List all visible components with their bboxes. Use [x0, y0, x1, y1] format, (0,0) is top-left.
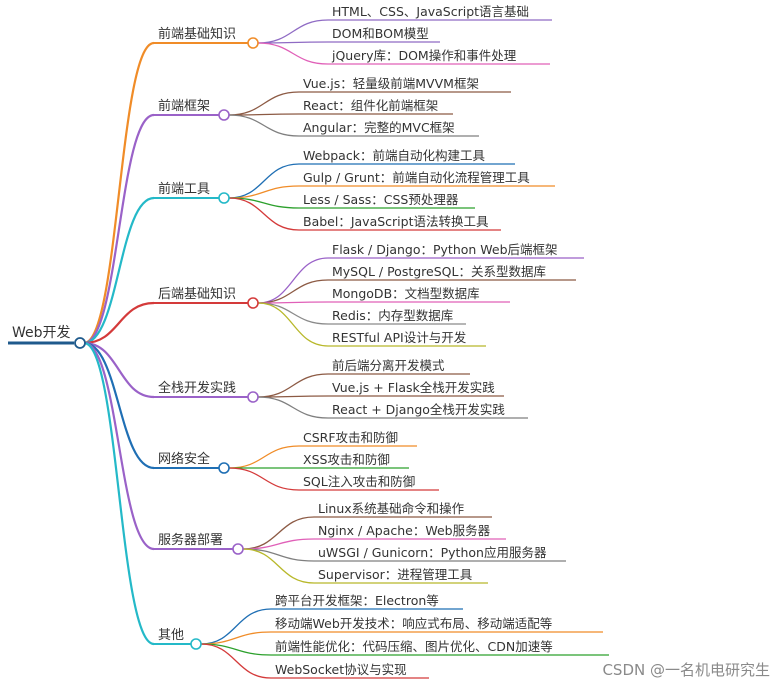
- branch-collapse-circle-icon[interactable]: [247, 391, 259, 403]
- csdn-watermark: CSDN @一名机电研究生: [602, 661, 770, 679]
- leaf-node-label[interactable]: Flask / Django：Python Web后端框架: [332, 242, 558, 257]
- branch-to-leaf-edge: [257, 302, 329, 347]
- branch-collapse-circle-icon[interactable]: [247, 37, 259, 49]
- branch-collapse-circle-icon[interactable]: [218, 462, 230, 474]
- branch-to-leaf-edge: [228, 114, 300, 137]
- leaf-node-label[interactable]: Webpack：前端自动化构建工具: [303, 148, 485, 163]
- root-to-branch-edge: [83, 341, 155, 399]
- root-collapse-circle-icon[interactable]: [74, 337, 86, 349]
- leaf-node-label[interactable]: Angular：完整的MVC框架: [303, 120, 455, 135]
- leaf-node-label[interactable]: jQuery库：DOM操作和事件处理: [331, 48, 517, 63]
- root-to-branch-edge: [83, 41, 155, 345]
- root-to-branch-edge: [83, 341, 155, 646]
- branch-to-leaf-edge: [257, 373, 329, 398]
- branch-collapse-circle-icon[interactable]: [218, 192, 230, 204]
- leaf-node-label[interactable]: DOM和BOM模型: [332, 26, 429, 41]
- branch-node-label[interactable]: 网络安全: [158, 451, 210, 467]
- branch-node-label[interactable]: 后端基础知识: [158, 286, 236, 302]
- root-to-branch-edge: [83, 113, 155, 345]
- branch-to-leaf-edge: [257, 257, 329, 304]
- branch-to-leaf-edge: [228, 445, 300, 469]
- leaf-node-label[interactable]: Linux系统基础命令和操作: [318, 501, 465, 516]
- leaf-node-label[interactable]: Less / Sass：CSS预处理器: [303, 192, 459, 207]
- leaf-node-label[interactable]: MongoDB：文档型数据库: [332, 286, 480, 301]
- branch-node-label[interactable]: 前端基础知识: [158, 26, 236, 42]
- leaf-node-label[interactable]: React + Django全栈开发实践: [332, 402, 505, 417]
- leaf-node-label[interactable]: 前端性能优化：代码压缩、图片优化、CDN加速等: [275, 639, 553, 654]
- branch-collapse-circle-icon[interactable]: [247, 297, 259, 309]
- leaf-node-label[interactable]: HTML、CSS、JavaScript语言基础: [332, 4, 529, 19]
- branch-collapse-circle-icon[interactable]: [190, 638, 202, 650]
- leaf-node-label[interactable]: 移动端Web开发技术：响应式布局、移动端适配等: [275, 616, 552, 631]
- leaf-node-label[interactable]: CSRF攻击和防御: [303, 430, 398, 445]
- root-to-branch-edge: [83, 301, 155, 345]
- mindmap-edges: [8, 19, 609, 679]
- branch-node-label[interactable]: 前端框架: [158, 98, 210, 114]
- root-to-branch-edge: [83, 196, 155, 345]
- branch-to-leaf-edge: [242, 516, 315, 550]
- branch-to-leaf-edge: [257, 302, 329, 325]
- branch-to-leaf-edge: [257, 396, 329, 419]
- root-to-branch-edge: [83, 341, 155, 551]
- branch-collapse-circle-icon[interactable]: [218, 109, 230, 121]
- branch-to-leaf-edge: [228, 197, 300, 231]
- branch-to-leaf-edge: [200, 608, 272, 645]
- leaf-node-label[interactable]: Redis：内存型数据库: [332, 308, 453, 323]
- leaf-node-label[interactable]: Vue.js：轻量级前端MVVM框架: [303, 76, 479, 91]
- branch-to-leaf-edge: [228, 467, 300, 491]
- leaf-node-label[interactable]: RESTful API设计与开发: [332, 330, 467, 345]
- branch-node-label[interactable]: 其他: [158, 628, 184, 643]
- branch-to-leaf-edge: [242, 548, 315, 584]
- leaf-node-label[interactable]: MySQL / PostgreSQL：关系型数据库: [332, 264, 546, 279]
- branch-to-leaf-edge: [228, 185, 300, 199]
- branch-to-leaf-edge: [257, 19, 329, 44]
- branch-collapse-circle-icon[interactable]: [232, 543, 244, 555]
- branch-to-leaf-edge: [200, 643, 272, 679]
- branch-node-label[interactable]: 服务器部署: [158, 532, 223, 548]
- branch-node-label[interactable]: 前端工具: [158, 181, 210, 197]
- branch-to-leaf-edge: [257, 279, 329, 304]
- leaf-node-label[interactable]: Supervisor：进程管理工具: [318, 567, 473, 582]
- branch-node-label[interactable]: 全栈开发实践: [158, 380, 236, 396]
- leaf-node-label[interactable]: uWSGI / Gunicorn：Python应用服务器: [318, 545, 547, 560]
- leaf-node-label[interactable]: 前后端分离开发模式: [332, 358, 445, 373]
- leaf-node-label[interactable]: Babel：JavaScript语法转换工具: [303, 214, 489, 229]
- leaf-node-label[interactable]: React：组件化前端框架: [303, 98, 438, 113]
- leaf-node-label[interactable]: SQL注入攻击和防御: [303, 474, 415, 489]
- leaf-node-label[interactable]: WebSocket协议与实现: [275, 662, 407, 677]
- root-node-label: Web开发: [12, 325, 71, 341]
- leaf-node-label[interactable]: 跨平台开发框架：Electron等: [275, 593, 439, 608]
- branch-to-leaf-edge: [228, 163, 300, 199]
- leaf-node-label[interactable]: Gulp / Grunt：前端自动化流程管理工具: [303, 170, 530, 185]
- leaf-node-label[interactable]: XSS攻击和防御: [303, 452, 390, 467]
- branch-to-leaf-edge: [257, 42, 329, 65]
- leaf-node-label[interactable]: Nginx / Apache：Web服务器: [318, 523, 491, 538]
- branch-to-leaf-edge: [228, 91, 300, 116]
- leaf-node-label[interactable]: Vue.js + Flask全栈开发实践: [332, 380, 495, 395]
- mindmap-nodes: Web开发 前端基础知识 HTML、CSS、JavaScript语言基础 DOM和BO…: [12, 4, 558, 677]
- root-to-branch-edge: [83, 341, 155, 470]
